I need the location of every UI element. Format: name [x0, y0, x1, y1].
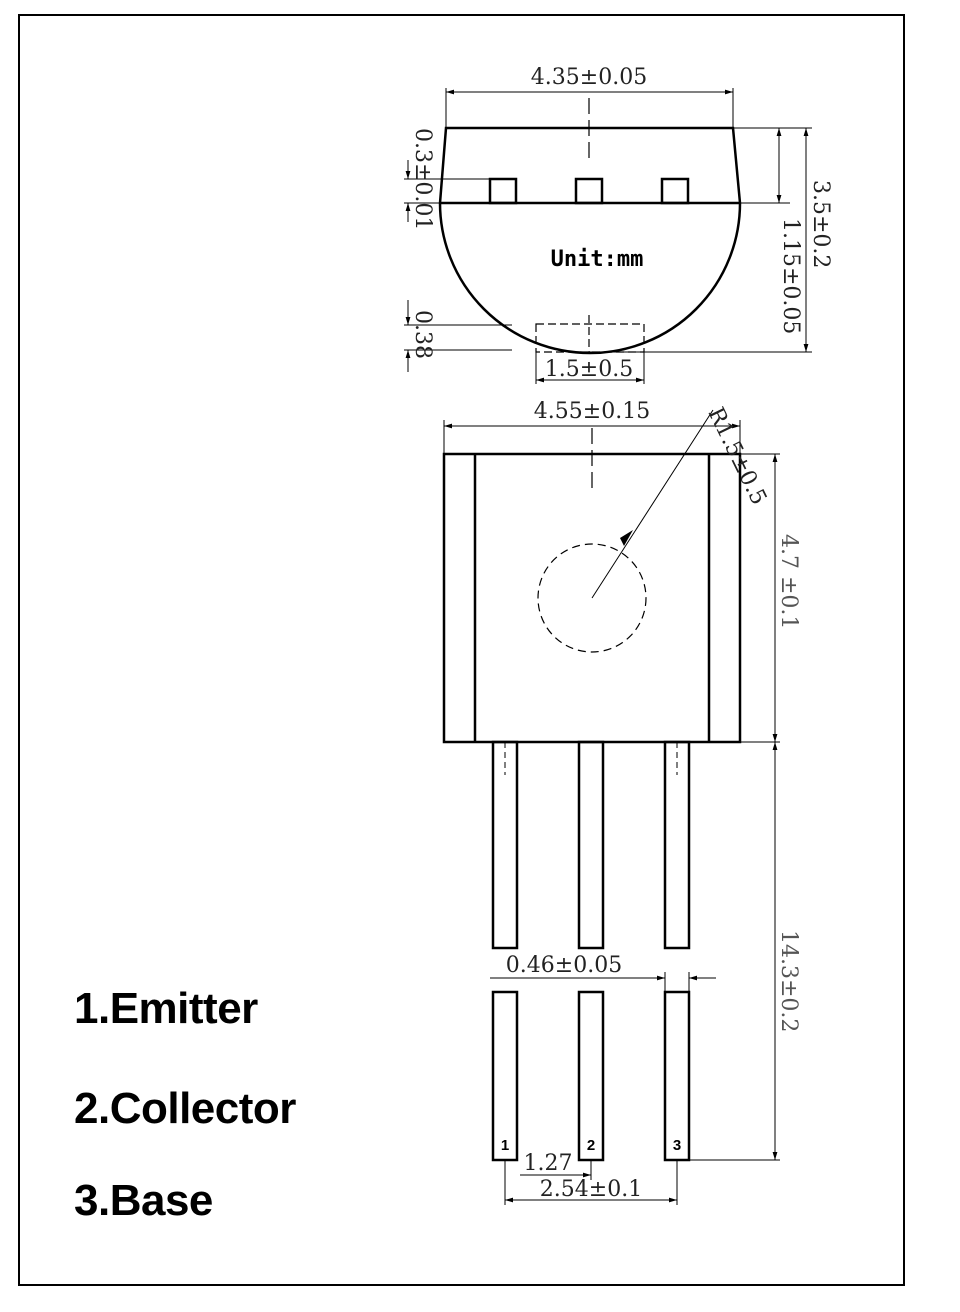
unit-label: Unit:mm [551, 247, 644, 272]
lead-upper-2 [577, 740, 605, 950]
drawing-frame [18, 14, 905, 1286]
top-view-outline [438, 126, 742, 355]
lead-stub-1 [488, 177, 518, 205]
top-view [404, 88, 812, 384]
dim-hole-radius: R1.5±0.5 [703, 404, 771, 509]
lead-lower-3 [663, 990, 691, 1162]
lead-stub-2 [574, 177, 604, 205]
lead-lower-1 [491, 990, 519, 1162]
pin-number-3: 3 [673, 1137, 681, 1154]
lead-stub-3 [660, 177, 690, 205]
dim-pin-span: 2.54±0.1 [540, 1177, 642, 1202]
front-view [442, 409, 780, 1205]
pin-number-2: 2 [587, 1137, 595, 1154]
dim-flat-height: 1.15±0.05 [778, 218, 803, 334]
dim-pin-pitch: 1.27 [524, 1151, 573, 1176]
dim-top-width: 4.35±0.05 [531, 65, 647, 90]
legend-collector: 2.Collector [74, 1084, 296, 1133]
lead-lower-2 [577, 990, 605, 1162]
legend-base: 3.Base [74, 1176, 213, 1225]
dim-lead-length: 14.3±0.2 [776, 930, 801, 1032]
dim-body-height: 4.7 ±0.1 [776, 534, 801, 629]
mounting-hole-outline [537, 543, 647, 653]
legend-emitter: 1.Emitter [74, 984, 258, 1033]
dim-body-width: 4.55±0.15 [534, 399, 650, 424]
pin-number-1: 1 [501, 1137, 509, 1154]
dim-notch-depth: 0.3±0.01 [410, 128, 435, 230]
dim-bottom-offset: 0.38 [410, 310, 435, 359]
dim-total-height: 3.5±0.2 [808, 180, 833, 268]
dim-lead-width: 0.46±0.05 [506, 953, 622, 978]
dim-bottom-width: 1.5±0.5 [545, 357, 633, 382]
